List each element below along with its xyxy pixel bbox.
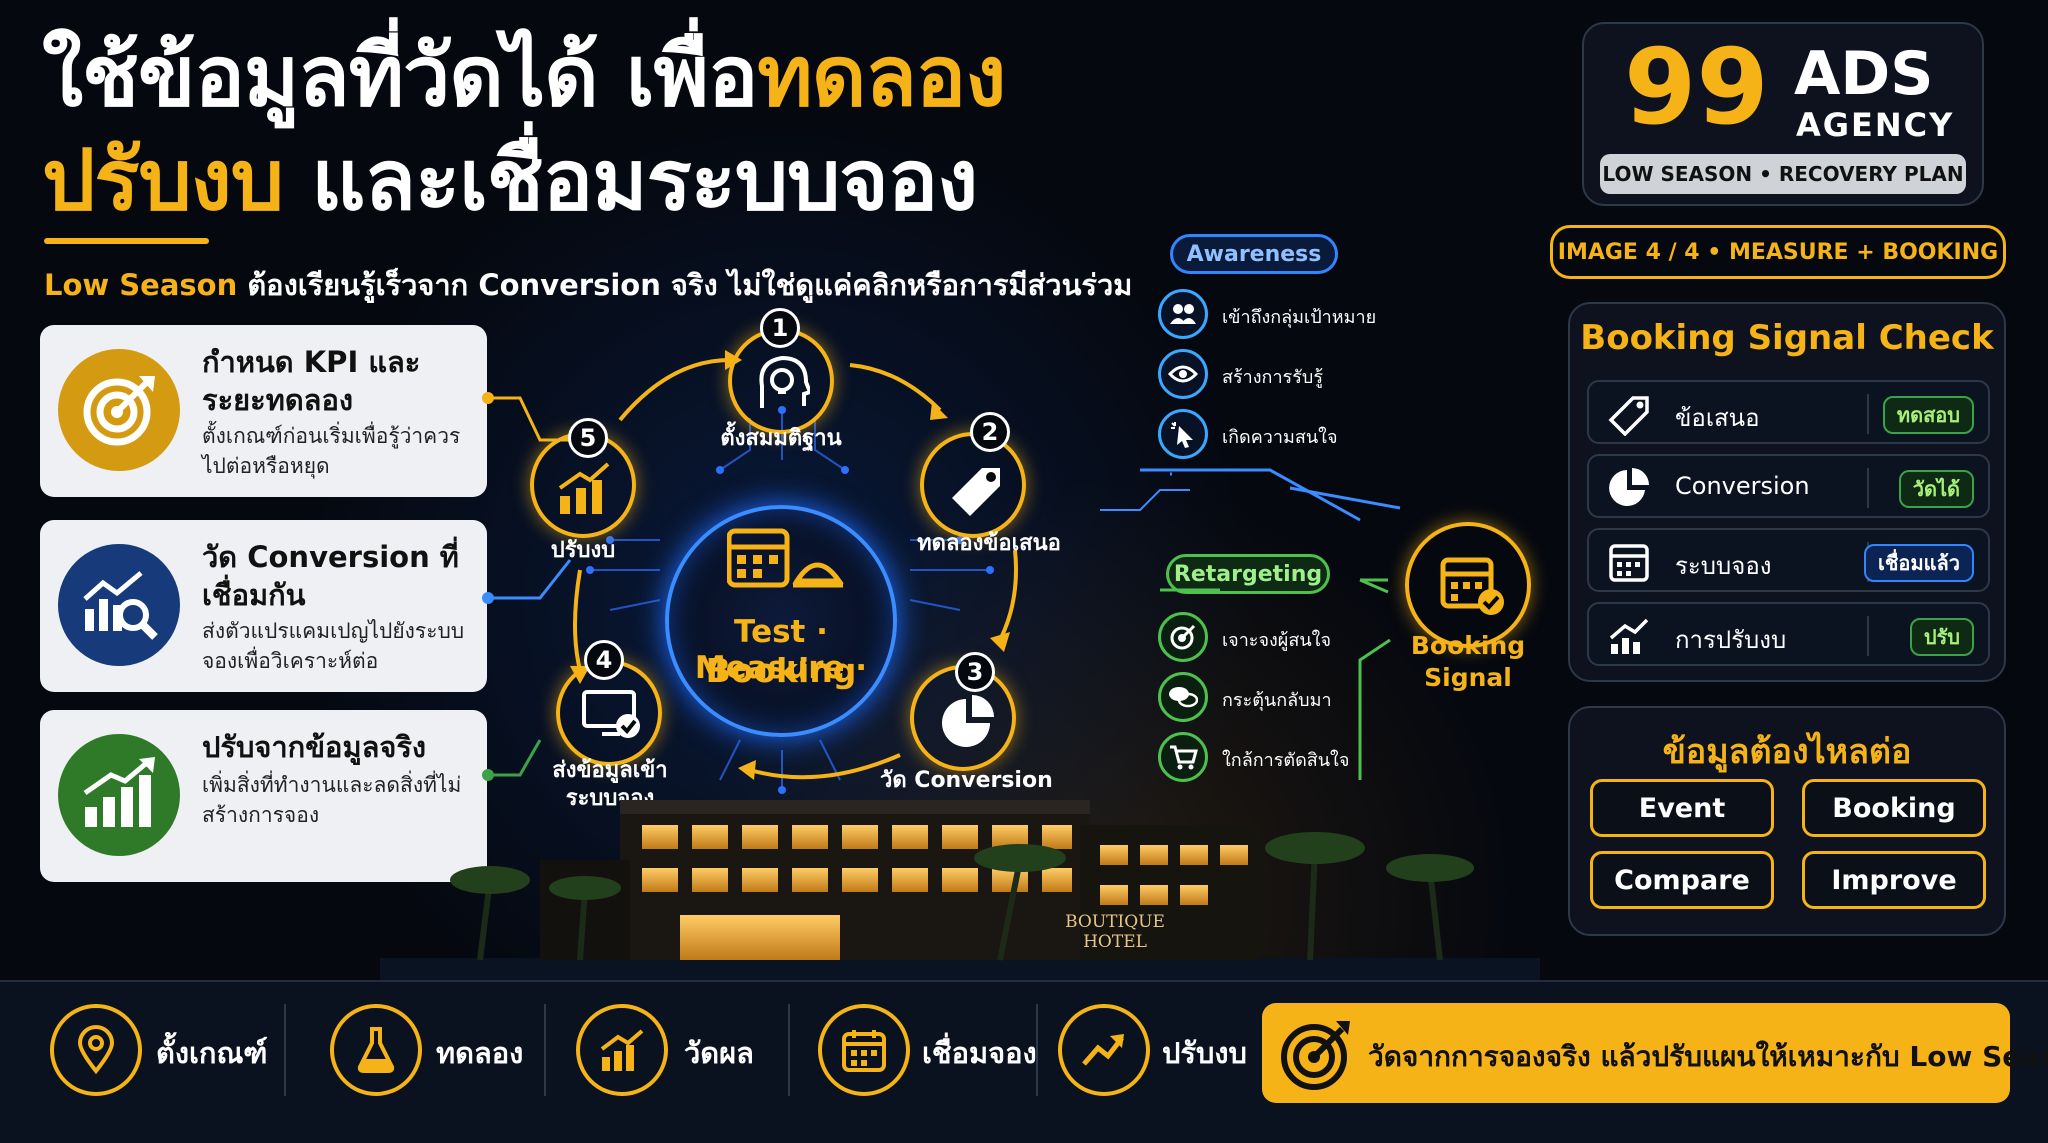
card-title: ปรับจากข้อมูลจริง xyxy=(202,730,427,764)
growth-chart-icon xyxy=(58,734,180,856)
cycle-number-5: 5 xyxy=(568,418,608,458)
cycle-number-3: 3 xyxy=(955,652,995,692)
card-title: วัด Conversion ที่เชื่อมกัน xyxy=(202,540,459,612)
cycle-label-4a: ส่งข้อมูลเข้า xyxy=(552,758,668,783)
flask-icon xyxy=(330,1004,422,1096)
click-cursor-icon xyxy=(1158,409,1208,459)
center-line-2: Booking xyxy=(705,651,857,690)
eye-icon xyxy=(1158,349,1208,399)
cycle-number-2: 2 xyxy=(970,412,1010,452)
signal-row: Conversion วัดได้ xyxy=(1587,454,1990,518)
cycle-number-4: 4 xyxy=(584,640,624,680)
brand-tagline: LOW SEASON • RECOVERY PLAN xyxy=(1600,154,1966,194)
trend-arrow-icon xyxy=(1058,1004,1150,1096)
pie-icon xyxy=(1609,468,1649,506)
target-small-icon xyxy=(1158,612,1208,662)
retargeting-pill: Retargeting xyxy=(1166,554,1330,594)
card-desc: ส่งตัวแปรแคมเปญไปยังระบบจองเพื่อวิเคราะห… xyxy=(202,619,465,673)
awareness-pill: Awareness xyxy=(1170,234,1338,274)
flow-item-improve: Improve xyxy=(1802,851,1986,909)
booking-signal-node xyxy=(1405,522,1531,648)
cycle-center: Test · Measure · Booking xyxy=(665,505,897,737)
cycle-label-3: วัด Conversion xyxy=(880,768,1053,793)
card-conversion: วัด Conversion ที่เชื่อมกัน ส่งตัวแปรแคม… xyxy=(40,520,487,692)
awareness-item: เข้าถึงกลุ่มเป้าหมาย xyxy=(1222,307,1377,328)
signal-row: ข้อเสนอ ทดสอบ xyxy=(1587,380,1990,444)
awareness-item: สร้างการรับรู้ xyxy=(1222,367,1323,388)
bar-chart-icon xyxy=(558,462,610,514)
image-label: IMAGE 4 / 4 • MEASURE + BOOKING xyxy=(1550,225,2006,279)
brand-sub: AGENCY xyxy=(1796,106,1955,144)
subtitle: Low Season ต้องเรียนรู้เร็วจาก Conversio… xyxy=(44,268,1133,302)
bottom-label: ตั้งเกณฑ์ xyxy=(156,1036,268,1070)
signal-check-title: Booking Signal Check xyxy=(1580,318,1994,358)
analytics-search-icon xyxy=(58,544,180,666)
retargeting-item: เจาะจงผู้สนใจ xyxy=(1222,630,1331,651)
bottom-label: ปรับงบ xyxy=(1162,1036,1247,1070)
lightbulb-head-icon xyxy=(759,355,810,408)
data-flow-title: ข้อมูลต้องไหลต่อ xyxy=(1662,732,1912,772)
signal-row: การปรับงบ ปรับ xyxy=(1587,602,1990,666)
center-line-1: Test · Measure · xyxy=(694,614,868,686)
cycle-label-1: ตั้งสมมติฐาน xyxy=(720,426,842,451)
flow-item-compare: Compare xyxy=(1590,851,1774,909)
card-adjust: ปรับจากข้อมูลจริง เพิ่มสิ่งที่ทำงานและลด… xyxy=(40,710,487,882)
calendar-check-icon xyxy=(1440,557,1504,615)
chat-icon xyxy=(1158,672,1208,722)
brand-panel: 99 ADS AGENCY LOW SEASON • RECOVERY PLAN xyxy=(1582,22,1984,206)
target-icon xyxy=(58,349,180,471)
brand-name: ADS xyxy=(1794,39,1934,109)
tag-icon xyxy=(1608,396,1649,436)
status-badge: เชื่อมแล้ว xyxy=(1864,544,1974,582)
bottom-label: เชื่อมจอง xyxy=(922,1036,1037,1070)
bottom-label: วัดผล xyxy=(684,1036,754,1070)
cycle-node-2 xyxy=(920,432,1026,538)
target-icon xyxy=(1281,1021,1350,1090)
cart-icon xyxy=(1158,732,1208,782)
headline-line-2: ปรับงบ และเชื่อมระบบจอง xyxy=(42,131,978,229)
awareness-item: เกิดความสนใจ xyxy=(1222,427,1338,448)
card-kpi: กำหนด KPI และระยะทดลอง ตั้งเกณฑ์ก่อนเริ่… xyxy=(40,325,487,497)
flow-item-event: Event xyxy=(1590,779,1774,837)
bottom-label: ทดลอง xyxy=(436,1036,524,1070)
location-pin-icon xyxy=(50,1004,142,1096)
audience-icon xyxy=(1158,289,1208,339)
flow-item-booking: Booking xyxy=(1802,779,1986,837)
card-title: กำหนด KPI และระยะทดลอง xyxy=(202,345,421,417)
calendar-cloche-icon xyxy=(727,528,844,588)
trend-icon xyxy=(1609,618,1649,654)
cycle-label-5: ปรับงบ xyxy=(550,538,616,563)
cycle-label-2: ทดลองข้อเสนอ xyxy=(917,531,1061,556)
calendar-icon xyxy=(818,1004,910,1096)
boutique-hotel-image xyxy=(380,800,1540,980)
funnel-connectors xyxy=(1100,468,1401,780)
card-desc: เพิ่มสิ่งที่ทำงานและลดสิ่งที่ไม่สร้างการ… xyxy=(202,773,462,827)
signal-row: ระบบจอง เชื่อมแล้ว xyxy=(1587,528,1990,592)
price-tag-icon xyxy=(952,468,1000,516)
status-badge: วัดได้ xyxy=(1898,470,1974,508)
monitor-check-icon xyxy=(582,690,640,738)
cta-banner: วัดจากการจองจริง แล้วปรับแผนให้เหมาะกับ … xyxy=(1262,1003,2048,1103)
cycle-number-1: 1 xyxy=(760,308,800,348)
status-badge: ปรับ xyxy=(1909,618,1974,656)
cta-text: วัดจากการจองจริง แล้วปรับแผนให้เหมาะกับ … xyxy=(1368,1040,2048,1073)
bar-trend-icon xyxy=(576,1004,668,1096)
calendar-icon xyxy=(1609,544,1649,582)
pie-chart-icon xyxy=(942,695,994,747)
headline-line-1: ใช้ข้อมูลที่วัดได้ เพื่อทดลอง xyxy=(42,27,1006,125)
card-desc: ตั้งเกณฑ์ก่อนเริ่มเพื่อรู้ว่าควรไปต่อหรื… xyxy=(202,424,461,478)
status-badge: ทดสอบ xyxy=(1882,396,1974,434)
headline-underline xyxy=(44,238,209,244)
retargeting-item: ใกล้การตัดสินใจ xyxy=(1222,750,1350,771)
retargeting-item: กระตุ้นกลับมา xyxy=(1222,690,1332,711)
brand-number: 99 xyxy=(1624,26,1769,148)
